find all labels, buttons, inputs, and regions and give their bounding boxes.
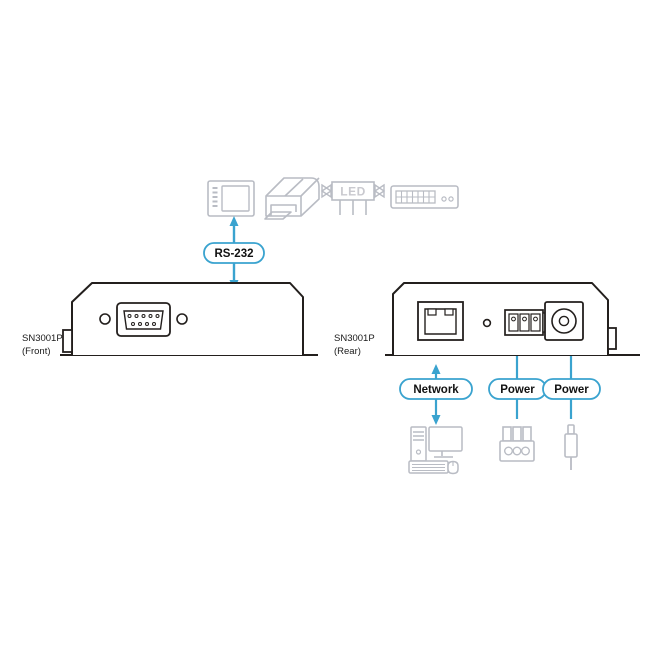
front-label-view: (Front) — [22, 346, 51, 357]
network-connector-line — [431, 364, 441, 425]
db9-serial-port — [116, 302, 171, 337]
terminal-block-port — [504, 309, 548, 336]
reset-pinhole — [482, 318, 492, 328]
touch-panel-icon — [207, 180, 255, 217]
terminal-block-connector-icon — [499, 426, 535, 462]
dc-power-jack — [544, 301, 584, 341]
rack-switch-icon — [390, 185, 459, 209]
led-sign-icon: LED — [320, 181, 386, 215]
computer-icon — [408, 426, 463, 475]
power-terminal-badge-label: Power — [500, 384, 535, 396]
front-label-model: SN3001P — [22, 333, 63, 344]
rear-label-model: SN3001P — [334, 333, 375, 344]
screw-hole-right — [176, 313, 188, 325]
rear-label-view: (Rear) — [334, 346, 361, 357]
dc-power-plug-icon — [564, 424, 578, 470]
rs232-badge: RS-232 — [203, 242, 265, 264]
power-terminal-badge: Power — [488, 378, 547, 400]
front-unit-label: SN3001P (Front) — [22, 333, 63, 357]
rear-unit-label: SN3001P (Rear) — [334, 333, 375, 357]
sn3001p-rear-unit — [385, 282, 640, 356]
pos-printer-icon — [264, 177, 320, 220]
screw-hole-left — [99, 313, 111, 325]
sn3001p-front-unit — [60, 282, 318, 356]
rs232-badge-label: RS-232 — [215, 248, 254, 260]
power-dc-badge-label: Power — [554, 384, 589, 396]
led-sign-label: LED — [340, 185, 366, 199]
rj45-ethernet-port — [417, 301, 464, 341]
network-badge: Network — [399, 378, 473, 400]
network-badge-label: Network — [413, 384, 459, 396]
power-dc-badge: Power — [542, 378, 601, 400]
